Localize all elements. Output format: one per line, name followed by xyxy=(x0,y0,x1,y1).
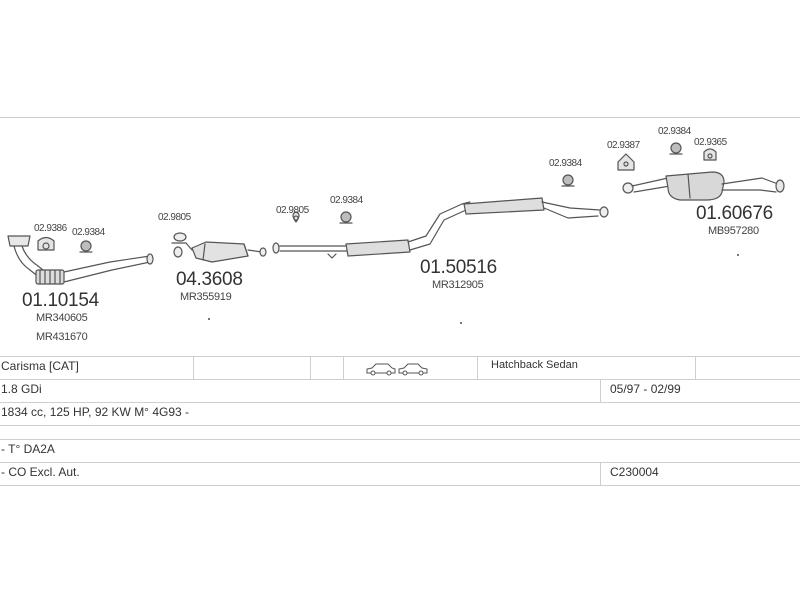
gasket-02-9386-drawing xyxy=(37,236,55,251)
center-pipe-clamp-label: 02.9384 xyxy=(330,195,363,206)
years-cell: 05/97 - 02/99 xyxy=(610,382,681,396)
divider xyxy=(600,380,601,403)
front-pipe-oem-1: MR340605 xyxy=(36,312,88,324)
decor-dot xyxy=(208,318,210,320)
catalyst-gasket-label: 02.9805 xyxy=(158,212,191,223)
diagram-top-border xyxy=(0,117,800,118)
type-cell: - T° DA2A xyxy=(1,442,55,456)
table-row-notes: - CO Excl. Aut. C230004 xyxy=(0,462,800,486)
front-pipe-number[interactable]: 01.10154 xyxy=(22,290,99,311)
model-cell: Carisma [CAT] xyxy=(1,359,79,373)
notes-cell: - CO Excl. Aut. xyxy=(1,465,80,479)
divider xyxy=(477,357,478,380)
clamp-02-9384-drawing-1 xyxy=(79,240,93,253)
rear-muffler-number[interactable]: 01.60676 xyxy=(696,203,773,224)
body-style-icons xyxy=(366,360,428,380)
decor-dot xyxy=(460,322,462,324)
front-pipe-clamp-label: 02.9384 xyxy=(72,227,105,238)
table-row-model: Carisma [CAT] Hatchback Sedan xyxy=(0,356,800,380)
divider xyxy=(600,463,601,486)
center-pipe-gasket-label: 02.9805 xyxy=(276,205,309,216)
rear-hanger-3-label: 02.9365 xyxy=(694,137,727,148)
divider xyxy=(310,357,311,380)
table-row-type: - T° DA2A xyxy=(0,439,800,463)
rear-muffler-oem: MB957280 xyxy=(708,225,759,237)
middle-muffler-number[interactable]: 01.50516 xyxy=(420,257,497,278)
decor-dot xyxy=(737,254,739,256)
rear-hanger-1-label: 02.9387 xyxy=(607,140,640,151)
center-pipe-drawing xyxy=(272,211,353,259)
table-row-blank xyxy=(0,425,800,440)
code-cell: C230004 xyxy=(610,465,659,479)
front-pipe-gasket-label: 02.9386 xyxy=(34,223,67,234)
engine-cell: 1.8 GDi xyxy=(1,382,42,396)
rear-hanger-2-label: 02.9384 xyxy=(658,126,691,137)
table-bottom-border xyxy=(0,485,800,486)
catalyst-oem: MR355919 xyxy=(180,291,232,303)
middle-muffler-drawing xyxy=(345,174,609,257)
divider xyxy=(343,357,344,380)
catalyst-drawing xyxy=(171,232,267,263)
middle-muffler-hanger-label: 02.9384 xyxy=(549,158,582,169)
catalyst-number[interactable]: 04.3608 xyxy=(176,269,243,290)
spec-cell: 1834 cc, 125 HP, 92 KW M° 4G93 - xyxy=(1,405,190,419)
body-cell: Hatchback Sedan xyxy=(491,359,578,371)
front-pipe-oem-2: MR431670 xyxy=(36,331,88,343)
table-row-engine: 1.8 GDi 05/97 - 02/99 xyxy=(0,379,800,403)
rear-muffler-drawing xyxy=(617,142,785,201)
middle-muffler-oem: MR312905 xyxy=(432,279,484,291)
car-silhouettes-icon xyxy=(366,363,428,376)
divider xyxy=(193,357,194,380)
exhaust-system-diagram xyxy=(7,142,785,285)
table-row-spec: 1834 cc, 125 HP, 92 KW M° 4G93 - xyxy=(0,402,800,426)
front-pipe-drawing xyxy=(7,235,154,285)
divider xyxy=(695,357,696,380)
